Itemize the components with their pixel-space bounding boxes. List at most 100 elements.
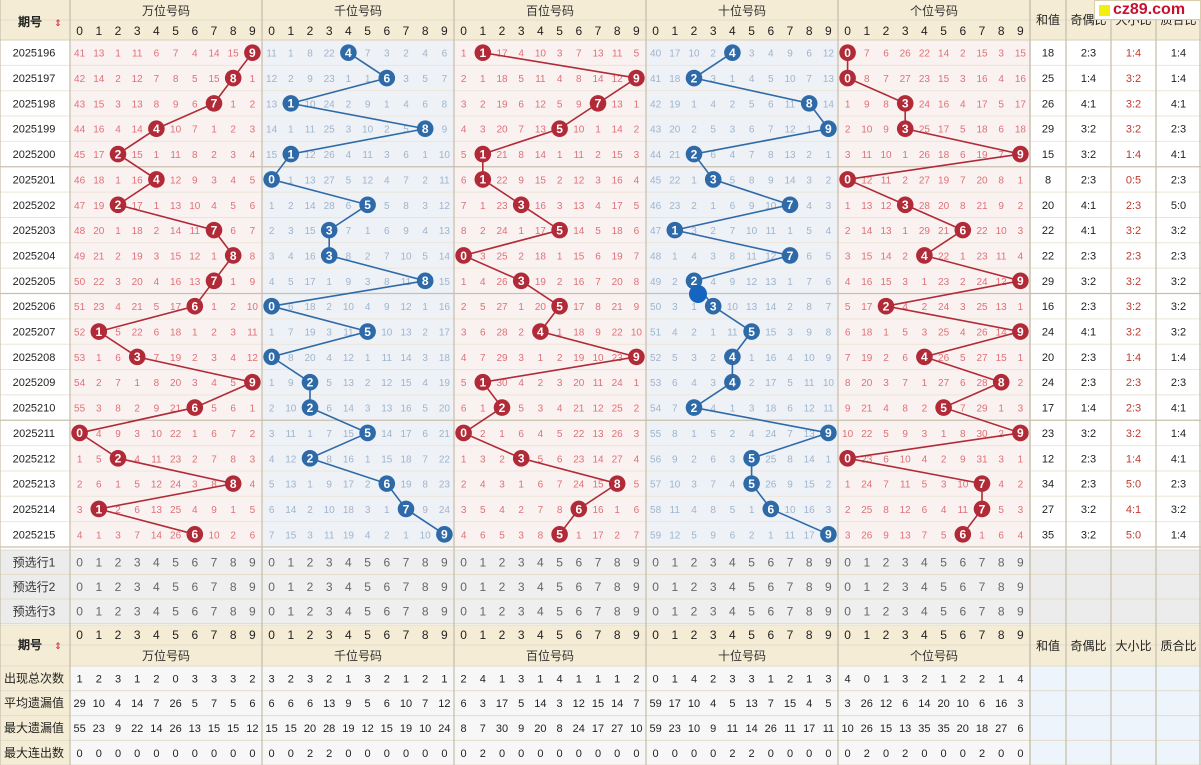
preselect-digit[interactable]: 3 (134, 580, 141, 594)
preselect-digit[interactable]: 4 (153, 555, 160, 569)
preselect-digit[interactable]: 0 (844, 604, 851, 618)
preselect-digit[interactable]: 4 (537, 580, 544, 594)
preselect-digit[interactable]: 6 (383, 604, 390, 618)
preselect-digit[interactable]: 2 (115, 604, 122, 618)
preselect-digit[interactable]: 1 (671, 555, 678, 569)
preselect-digit[interactable]: 1 (671, 604, 678, 618)
preselect-digit[interactable]: 2 (499, 580, 506, 594)
preselect-digit[interactable]: 8 (806, 604, 813, 618)
preselect-digit[interactable]: 1 (95, 604, 102, 618)
preselect-digit[interactable]: 8 (998, 555, 1005, 569)
preselect-digit[interactable]: 4 (345, 580, 352, 594)
preselect-digit[interactable]: 5 (172, 580, 179, 594)
preselect-digit[interactable]: 2 (499, 604, 506, 618)
preselect-digit[interactable]: 3 (902, 555, 909, 569)
preselect-digit[interactable]: 7 (403, 555, 410, 569)
preselect-digit[interactable]: 3 (518, 580, 525, 594)
preselect-digit[interactable]: 7 (595, 580, 602, 594)
preselect-digit[interactable]: 0 (652, 580, 659, 594)
preselect-digit[interactable]: 4 (921, 580, 928, 594)
preselect-digit[interactable]: 2 (691, 604, 698, 618)
preselect-digit[interactable]: 4 (345, 604, 352, 618)
preselect-digit[interactable]: 9 (633, 555, 640, 569)
preselect-digit[interactable]: 2 (691, 580, 698, 594)
preselect-digit[interactable]: 9 (633, 580, 640, 594)
preselect-digit[interactable]: 3 (710, 604, 717, 618)
preselect-digit[interactable]: 6 (767, 580, 774, 594)
preselect-digit[interactable]: 2 (499, 555, 506, 569)
sort-icon[interactable]: ⇕ (54, 18, 62, 28)
preselect-digit[interactable]: 9 (825, 555, 832, 569)
preselect-digit[interactable]: 0 (844, 580, 851, 594)
preselect-digit[interactable]: 9 (441, 555, 448, 569)
preselect-digit[interactable]: 3 (710, 580, 717, 594)
preselect-digit[interactable]: 4 (537, 555, 544, 569)
preselect-digit[interactable]: 2 (115, 555, 122, 569)
preselect-digit[interactable]: 1 (863, 555, 870, 569)
preselect-digit[interactable]: 9 (633, 604, 640, 618)
preselect-digit[interactable]: 5 (748, 555, 755, 569)
preselect-digit[interactable]: 7 (787, 555, 794, 569)
preselect-digit[interactable]: 7 (403, 604, 410, 618)
preselect-digit[interactable]: 1 (95, 555, 102, 569)
preselect-digit[interactable]: 3 (326, 604, 333, 618)
preselect-digit[interactable]: 7 (787, 580, 794, 594)
preselect-digit[interactable]: 9 (249, 555, 256, 569)
preselect-digit[interactable]: 5 (364, 604, 371, 618)
preselect-digit[interactable]: 8 (806, 555, 813, 569)
preselect-digit[interactable]: 9 (441, 604, 448, 618)
preselect-digit[interactable]: 8 (614, 604, 621, 618)
preselect-digit[interactable]: 8 (806, 580, 813, 594)
preselect-digit[interactable]: 6 (383, 555, 390, 569)
preselect-digit[interactable]: 6 (575, 604, 582, 618)
preselect-digit[interactable]: 8 (230, 555, 237, 569)
preselect-digit[interactable]: 3 (326, 580, 333, 594)
preselect-digit[interactable]: 8 (614, 555, 621, 569)
preselect-digit[interactable]: 9 (825, 604, 832, 618)
preselect-digit[interactable]: 4 (729, 555, 736, 569)
preselect-digit[interactable]: 2 (307, 555, 314, 569)
preselect-digit[interactable]: 6 (959, 555, 966, 569)
preselect-digit[interactable]: 1 (479, 555, 486, 569)
preselect-digit[interactable]: 4 (921, 555, 928, 569)
preselect-digit[interactable]: 4 (921, 604, 928, 618)
preselect-digit[interactable]: 9 (1017, 604, 1024, 618)
preselect-digit[interactable]: 8 (422, 580, 429, 594)
preselect-digit[interactable]: 3 (902, 604, 909, 618)
preselect-digit[interactable]: 8 (614, 580, 621, 594)
preselect-digit[interactable]: 5 (940, 555, 947, 569)
preselect-digit[interactable]: 5 (748, 604, 755, 618)
preselect-digit[interactable]: 2 (115, 580, 122, 594)
preselect-digit[interactable]: 7 (211, 604, 218, 618)
preselect-digit[interactable]: 9 (249, 580, 256, 594)
preselect-digit[interactable]: 5 (556, 555, 563, 569)
preselect-digit[interactable]: 3 (326, 555, 333, 569)
preselect-digit[interactable]: 8 (422, 555, 429, 569)
preselect-digit[interactable]: 0 (652, 604, 659, 618)
preselect-digit[interactable]: 5 (556, 580, 563, 594)
preselect-digit[interactable]: 5 (940, 580, 947, 594)
preselect-digit[interactable]: 2 (883, 555, 890, 569)
preselect-digit[interactable]: 5 (940, 604, 947, 618)
preselect-digit[interactable]: 6 (191, 580, 198, 594)
preselect-digit[interactable]: 1 (479, 580, 486, 594)
preselect-digit[interactable]: 4 (537, 604, 544, 618)
preselect-digit[interactable]: 8 (998, 604, 1005, 618)
preselect-digit[interactable]: 0 (268, 555, 275, 569)
preselect-digit[interactable]: 7 (979, 555, 986, 569)
preselect-digit[interactable]: 1 (479, 604, 486, 618)
preselect-digit[interactable]: 6 (383, 580, 390, 594)
preselect-digit[interactable]: 1 (95, 580, 102, 594)
preselect-digit[interactable]: 3 (710, 555, 717, 569)
preselect-digit[interactable]: 1 (671, 580, 678, 594)
preselect-digit[interactable]: 7 (403, 580, 410, 594)
preselect-digit[interactable]: 2 (307, 580, 314, 594)
preselect-digit[interactable]: 1 (287, 580, 294, 594)
preselect-digit[interactable]: 5 (364, 580, 371, 594)
preselect-digit[interactable]: 0 (460, 580, 467, 594)
preselect-digit[interactable]: 5 (172, 555, 179, 569)
preselect-digit[interactable]: 6 (191, 604, 198, 618)
preselect-digit[interactable]: 3 (902, 580, 909, 594)
preselect-digit[interactable]: 2 (691, 555, 698, 569)
preselect-digit[interactable]: 7 (595, 555, 602, 569)
